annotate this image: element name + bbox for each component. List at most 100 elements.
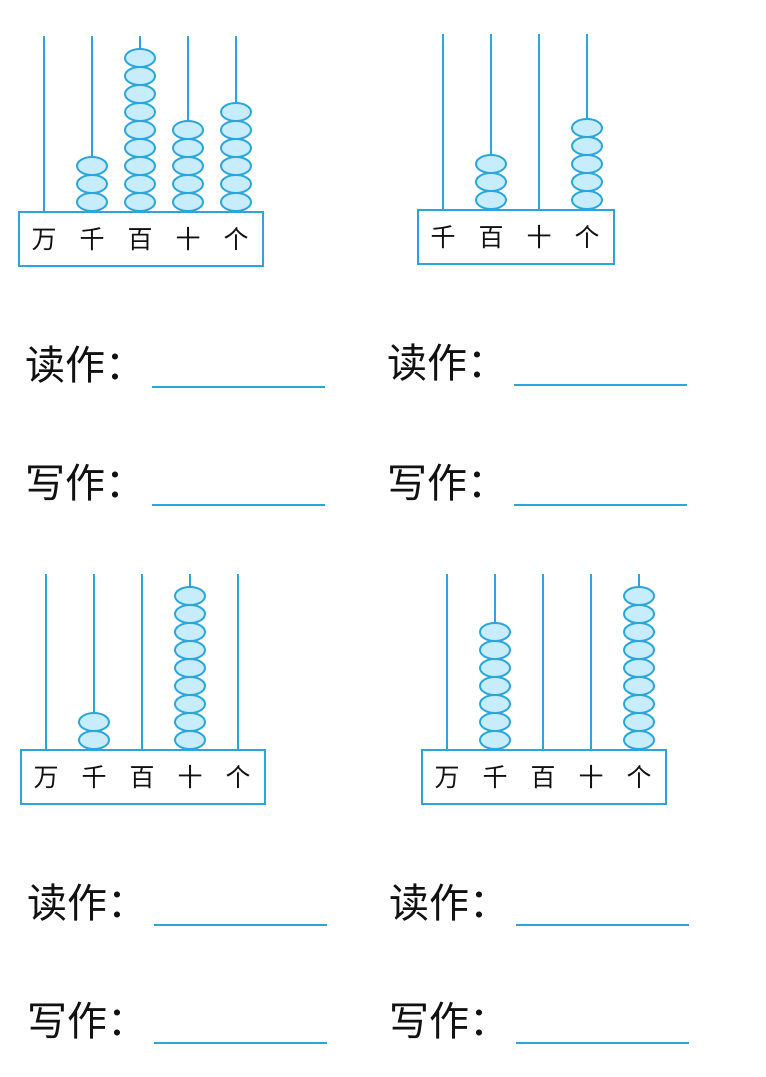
abacus-bead — [124, 84, 156, 104]
abacus-bead — [623, 604, 655, 624]
abacus-bead — [174, 712, 206, 732]
write-answer-1: 写作： — [25, 448, 330, 508]
write-answer-blank[interactable] — [514, 504, 687, 506]
abacus-2: 千百十个 — [417, 34, 615, 265]
abacus-bead — [220, 138, 252, 158]
abacus-bead — [124, 120, 156, 140]
abacus-bead — [220, 156, 252, 176]
place-value-label: 千 — [430, 223, 455, 252]
read-label: 读作： — [389, 881, 509, 927]
write-label: 写作： — [25, 461, 145, 507]
abacus-bead — [124, 156, 156, 176]
place-value-label: 万 — [434, 763, 459, 792]
abacus-bead — [475, 190, 507, 210]
abacus-bead — [174, 586, 206, 606]
place-value-label: 个 — [223, 225, 248, 254]
abacus-bead — [124, 138, 156, 158]
place-value-label: 百 — [530, 763, 555, 792]
write-answer-3: 写作： — [27, 986, 332, 1046]
abacus-bead — [124, 102, 156, 122]
abacus-bead — [172, 192, 204, 212]
abacus-bead — [571, 190, 603, 210]
read-answer-blank[interactable] — [152, 386, 325, 388]
place-value-label: 十 — [526, 223, 551, 252]
read-label: 读作： — [25, 343, 145, 389]
read-answer-blank[interactable] — [516, 924, 689, 926]
abacus-bead — [220, 192, 252, 212]
place-value-label: 千 — [482, 763, 507, 792]
read-answer-4: 读作： — [389, 868, 694, 928]
place-value-label: 个 — [626, 763, 651, 792]
abacus-bead — [220, 102, 252, 122]
place-value-label: 个 — [574, 223, 599, 252]
abacus-base — [18, 211, 264, 267]
abacus-bead — [479, 676, 511, 696]
place-value-label: 千 — [81, 763, 106, 792]
place-value-label: 十 — [175, 225, 200, 254]
abacus-bead — [479, 712, 511, 732]
read-answer-3: 读作： — [27, 868, 332, 928]
abacus-bead — [174, 640, 206, 660]
abacus-bead — [479, 694, 511, 714]
abacus-bead — [172, 120, 204, 140]
place-value-label: 万 — [33, 763, 58, 792]
abacus-bead — [571, 118, 603, 138]
abacus-bead — [174, 622, 206, 642]
abacus-base — [20, 749, 266, 805]
write-answer-blank[interactable] — [154, 1042, 327, 1044]
abacus-bead — [571, 136, 603, 156]
abacus-bead — [174, 604, 206, 624]
abacus-bead — [124, 48, 156, 68]
abacus-bead — [124, 192, 156, 212]
abacus-bead — [172, 138, 204, 158]
abacus-4: 万千百十个 — [421, 574, 667, 805]
abacus-bead — [76, 156, 108, 176]
write-answer-blank[interactable] — [516, 1042, 689, 1044]
abacus-bead — [78, 730, 110, 750]
abacus-base — [421, 749, 667, 805]
read-label: 读作： — [27, 881, 147, 927]
place-value-label: 千 — [79, 225, 104, 254]
write-answer-2: 写作： — [387, 448, 692, 508]
abacus-bead — [124, 174, 156, 194]
write-answer-4: 写作： — [389, 986, 694, 1046]
place-value-label: 十 — [578, 763, 603, 792]
write-label: 写作： — [389, 999, 509, 1045]
abacus-bead — [571, 154, 603, 174]
read-answer-1: 读作： — [25, 330, 330, 390]
write-answer-blank[interactable] — [152, 504, 325, 506]
abacus-base — [417, 209, 615, 265]
write-label: 写作： — [27, 999, 147, 1045]
abacus-bead — [623, 730, 655, 750]
abacus-bead — [623, 694, 655, 714]
abacus-bead — [172, 156, 204, 176]
abacus-bead — [172, 174, 204, 194]
abacus-bead — [479, 730, 511, 750]
abacus-bead — [475, 154, 507, 174]
abacus-bead — [479, 658, 511, 678]
read-answer-blank[interactable] — [154, 924, 327, 926]
abacus-bead — [76, 192, 108, 212]
abacus-bead — [623, 658, 655, 678]
abacus-bead — [623, 586, 655, 606]
read-answer-blank[interactable] — [514, 384, 687, 386]
abacus-bead — [174, 694, 206, 714]
abacus-bead — [220, 120, 252, 140]
abacus-bead — [220, 174, 252, 194]
abacus-bead — [174, 730, 206, 750]
abacus-bead — [124, 66, 156, 86]
place-value-label: 万 — [31, 225, 56, 254]
abacus-bead — [623, 640, 655, 660]
abacus-bead — [78, 712, 110, 732]
abacus-bead — [479, 640, 511, 660]
place-value-label: 百 — [129, 763, 154, 792]
abacus-bead — [174, 676, 206, 696]
abacus-1: 万千百十个 — [18, 36, 264, 267]
place-value-label: 个 — [225, 763, 250, 792]
write-label: 写作： — [387, 461, 507, 507]
place-value-label: 百 — [478, 223, 503, 252]
abacus-3: 万千百十个 — [20, 574, 266, 805]
place-value-label: 十 — [177, 763, 202, 792]
abacus-bead — [174, 658, 206, 678]
abacus-bead — [76, 174, 108, 194]
